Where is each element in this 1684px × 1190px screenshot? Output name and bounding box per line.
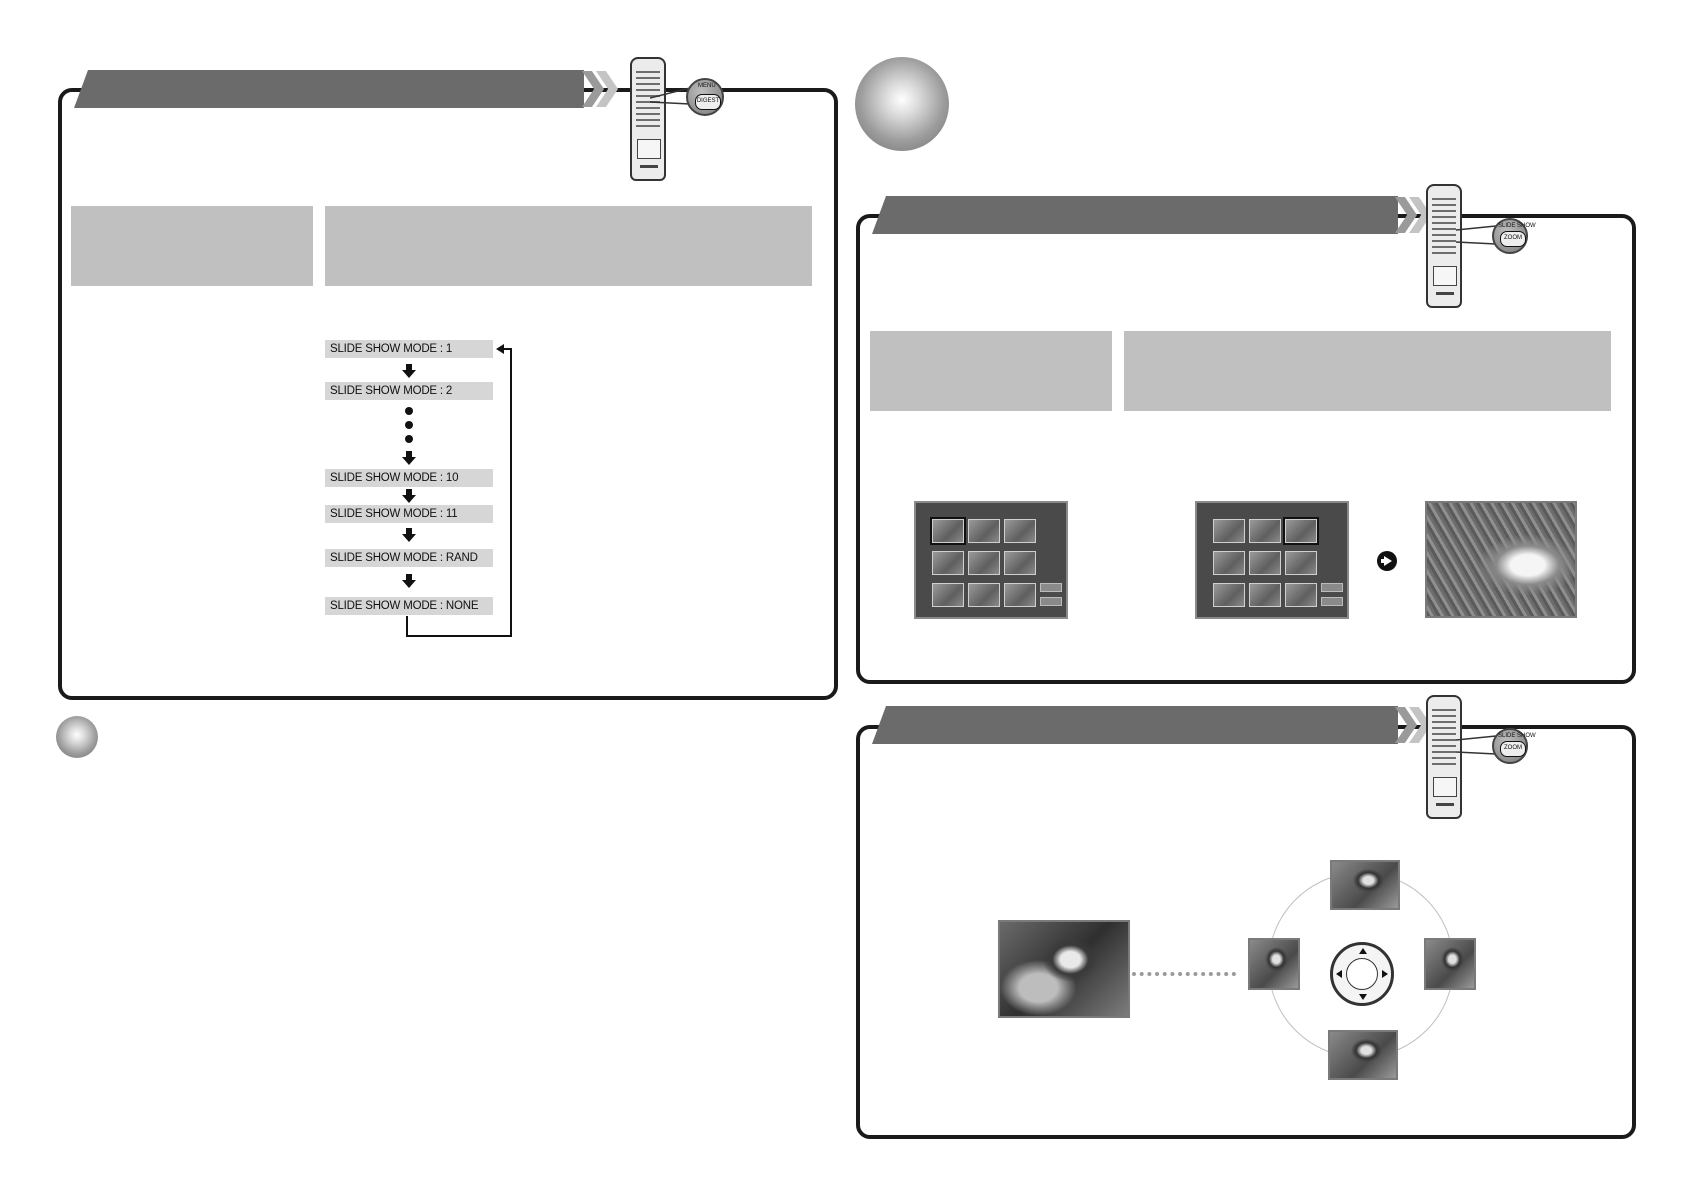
zoom-button-callout: SLIDE SHOW ZOOM [1492, 728, 1536, 764]
ellipsis-dot [405, 421, 413, 429]
return-loop-arrow-icon [406, 344, 512, 637]
slide-show-mode-label: SLIDE SHOW MODE : RAND [325, 549, 493, 567]
menu-caption: MENU [698, 83, 716, 89]
pan-right-photo [1424, 938, 1476, 990]
slide-show-mode-flow: SLIDE SHOW MODE : 1 SLIDE SHOW MODE : 2 … [325, 340, 535, 640]
screen-button [1321, 597, 1343, 606]
slide-show-mode-label: SLIDE SHOW MODE : 2 [325, 382, 493, 400]
note-sphere-bullet [56, 716, 98, 758]
screen-button [1321, 583, 1343, 592]
down-arrow-icon [1359, 994, 1367, 1000]
pan-down-photo [1328, 1030, 1398, 1080]
zoom-button[interactable]: ZOOM [1500, 231, 1526, 247]
remote-control-icon [1426, 184, 1462, 308]
thumbnail [932, 583, 964, 607]
screen-button [1040, 597, 1062, 606]
thumbnail [1213, 551, 1245, 575]
left-section-header-bar [74, 70, 584, 108]
down-arrow-icon [402, 528, 416, 542]
thumbnail [1213, 583, 1245, 607]
right-arrow-icon [1382, 970, 1388, 978]
pan-up-photo [1330, 860, 1400, 910]
zoom-panel-top-header-bar [872, 196, 1398, 234]
kitten-photo [1425, 501, 1577, 618]
digest-screen [914, 501, 1068, 619]
butterfly-photo [998, 920, 1130, 1018]
slide-show-caption: SLIDE SHOW [1498, 223, 1536, 229]
thumbnail [1249, 583, 1281, 607]
pan-left-photo [1248, 938, 1300, 990]
zoom-top-gray-box-wide [1124, 331, 1611, 411]
thumbnail [1213, 519, 1245, 543]
zoom-button-callout: SLIDE SHOW ZOOM [1492, 218, 1536, 254]
down-arrow-icon [402, 451, 416, 465]
digest-screen [1195, 501, 1349, 619]
thumbnail [1004, 583, 1036, 607]
thumbnail [1249, 519, 1281, 543]
thumbnail [1285, 551, 1317, 575]
screen-button [1040, 583, 1062, 592]
slide-show-caption: SLIDE SHOW [1498, 733, 1536, 739]
digest-button[interactable]: DIGEST [695, 94, 721, 110]
digest-button-callout: MENU DIGEST [686, 78, 724, 116]
thumbnail [1004, 551, 1036, 575]
thumbnail [932, 551, 964, 575]
thumbnail [1283, 517, 1319, 545]
down-arrow-icon [402, 574, 416, 588]
remote-control-icon [1426, 695, 1462, 819]
zoom-top-gray-box-narrow [870, 331, 1112, 411]
thumbnail [968, 519, 1000, 543]
slide-show-mode-label: SLIDE SHOW MODE : 11 [325, 505, 493, 523]
right-arrow-circle-icon [1377, 551, 1397, 571]
left-arrow-icon [1336, 970, 1342, 978]
callout-line [1456, 225, 1496, 245]
zoom-panel-bottom [856, 725, 1636, 1139]
down-arrow-icon [402, 489, 416, 503]
zoom-button[interactable]: ZOOM [1500, 741, 1526, 757]
thumbnail [1285, 583, 1317, 607]
thumbnail [968, 583, 1000, 607]
section-sphere-bullet [855, 57, 949, 151]
thumbnail [968, 551, 1000, 575]
slide-show-mode-label: SLIDE SHOW MODE : NONE [325, 597, 493, 615]
zoom-panel-bottom-header-bar [872, 706, 1398, 744]
dotted-connector [1132, 972, 1236, 976]
direction-pad-icon [1330, 942, 1394, 1006]
thumbnail [1249, 551, 1281, 575]
callout-line [650, 87, 690, 105]
slide-show-mode-label: SLIDE SHOW MODE : 1 [325, 340, 493, 358]
thumbnail [930, 517, 966, 545]
remote-control-icon [630, 57, 666, 181]
ellipsis-dot [405, 407, 413, 415]
ellipsis-dot [405, 435, 413, 443]
slide-show-mode-label: SLIDE SHOW MODE : 10 [325, 469, 493, 487]
down-arrow-icon [402, 364, 416, 378]
left-gray-box-wide [325, 206, 812, 286]
up-arrow-icon [1359, 948, 1367, 954]
left-gray-box-narrow [71, 206, 313, 286]
thumbnail [1004, 519, 1036, 543]
callout-line [1456, 735, 1496, 755]
